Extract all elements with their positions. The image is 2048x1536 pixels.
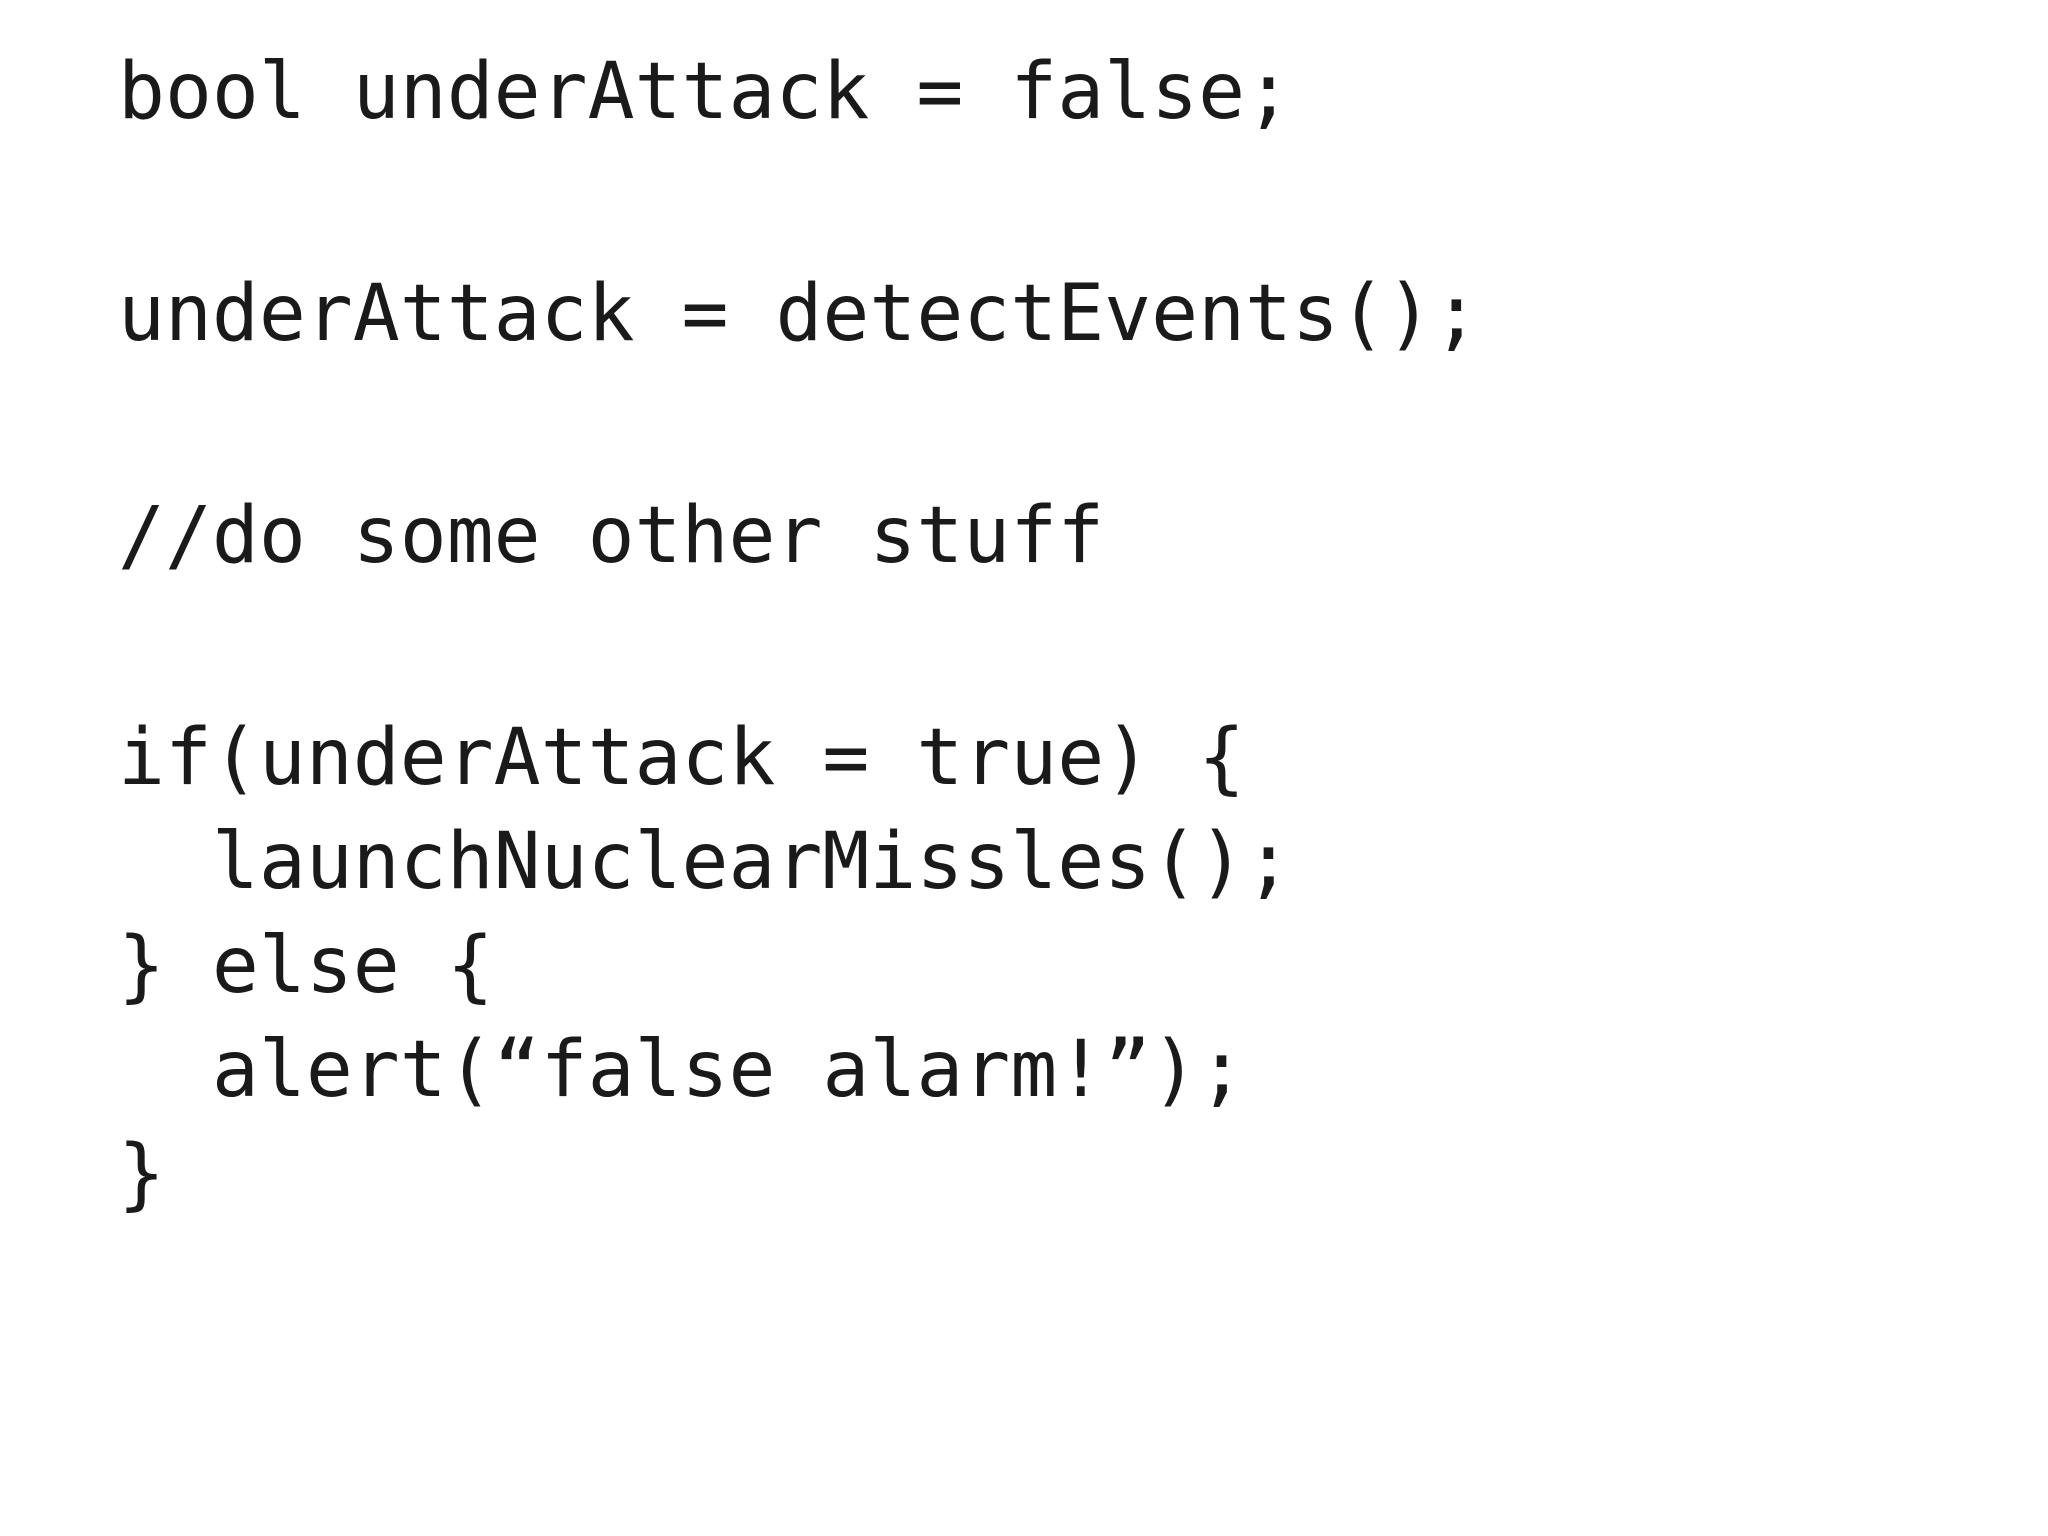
code-block: bool underAttack = false; underAttack = …: [118, 40, 1978, 1226]
code-line: alert(“false alarm!”);: [118, 1025, 1246, 1115]
code-line: underAttack = detectEvents();: [118, 269, 1480, 359]
code-line: } else {: [118, 921, 494, 1011]
code-line: //do some other stuff: [118, 491, 1105, 581]
code-line: }: [118, 1129, 165, 1219]
code-line: launchNuclearMissles();: [118, 817, 1292, 907]
code-line: bool underAttack = false;: [118, 47, 1292, 137]
code-line: if(underAttack = true) {: [118, 713, 1246, 803]
